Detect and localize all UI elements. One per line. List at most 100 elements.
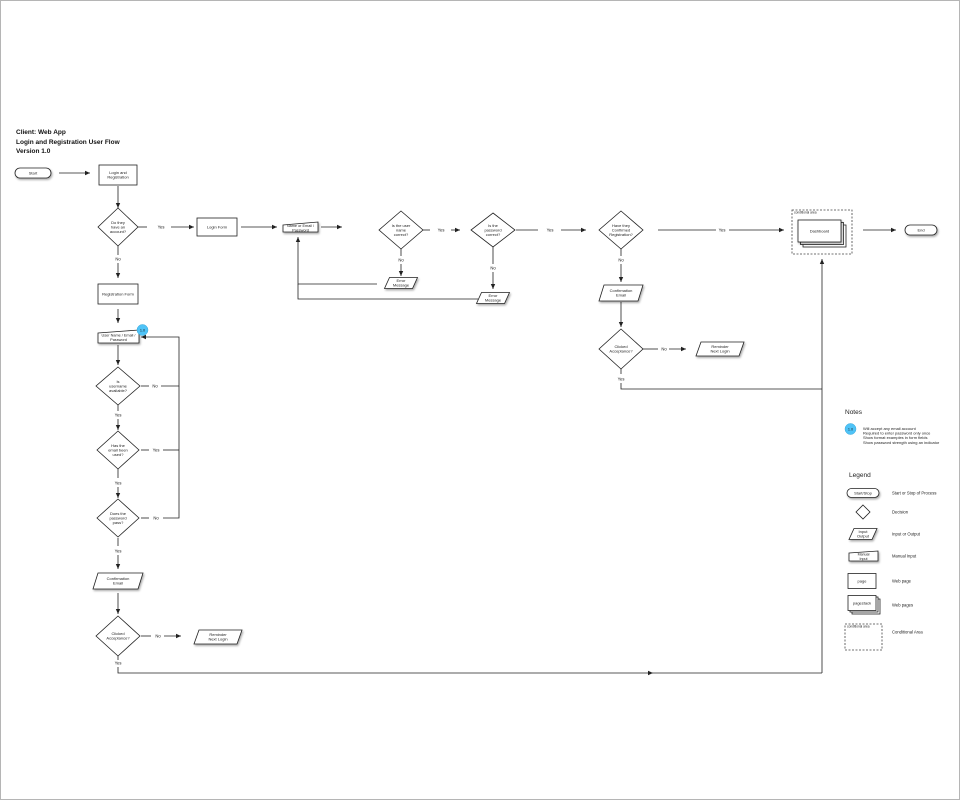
confirmation-email-top-label: Confirmation <box>610 288 633 293</box>
edge-label-no: No <box>398 258 404 263</box>
conditional-area <box>791 209 853 255</box>
email-used-decision-label: used? <box>113 452 125 457</box>
edge-label-no: No <box>153 516 159 521</box>
legend-input-output-symbol <box>848 528 878 540</box>
legend-item-label: Manual Input <box>892 554 917 559</box>
login-registration-page <box>98 164 138 186</box>
name-email-password-input-label: Password <box>292 229 309 233</box>
username-email-password-input <box>97 329 140 344</box>
name-email-password-input-label: Name or Email / <box>287 224 315 228</box>
legend-item-label: Start or Stop of Process <box>892 491 936 496</box>
edge-label-yes: Yes <box>438 228 445 233</box>
username-correct-decision <box>378 210 424 250</box>
email-used-decision-label: Has the <box>111 443 126 448</box>
password-correct-decision-label: Is the <box>488 223 499 228</box>
edge-label-yes: Yes <box>547 228 554 233</box>
registration-form-page <box>97 283 139 305</box>
conditional-area-label: conditional area <box>794 211 817 215</box>
confirmed-registration-decision-label: Confirmed <box>612 227 630 232</box>
note-line: Will accept any email account <box>863 426 917 431</box>
username-email-password-input-label: Password <box>110 338 127 342</box>
clicked-acceptance-top-decision-label: Acceptance? <box>609 349 633 354</box>
legend-start-stop-symbol <box>846 488 880 498</box>
password-correct-decision-label: correct? <box>486 232 501 237</box>
note-badge-label: 1.0 <box>140 328 145 332</box>
notes-badge-label: 1.0 <box>848 427 853 431</box>
end-terminal <box>904 224 938 236</box>
note-line: Show password strength using an indicato… <box>863 440 940 445</box>
reminder-next-login-top-label: Reminder <box>711 344 729 349</box>
version-label: Version 1.0 <box>16 148 51 155</box>
edge-label-no: No <box>618 258 624 263</box>
clicked-acceptance-bottom-decision-label: Clicked <box>111 631 124 636</box>
confirmation-email-bottom-label: Confirmation <box>107 576 130 581</box>
password-correct-decision-label: password <box>484 227 501 232</box>
legend-title: Legend <box>849 472 871 479</box>
confirmation-email-top-label: Email <box>616 293 626 298</box>
clicked-acceptance-top-decision <box>598 328 644 370</box>
legend-item-label: Input or Output <box>892 532 921 537</box>
has-account-decision-label: have an <box>111 224 125 229</box>
clicked-acceptance-top-decision-label: Clicked <box>614 344 627 349</box>
edge-error1-back-to-credentials <box>295 237 377 285</box>
legend-web-page-symbol <box>847 573 877 589</box>
edge-no-loop-back <box>141 334 180 387</box>
legend-item-label: Decision <box>892 510 909 515</box>
start-terminal-label: Start <box>29 170 38 175</box>
start-terminal <box>14 167 52 179</box>
edge-label-yes: Yes <box>115 413 122 418</box>
reminder-next-login-bottom-label: Reminder <box>209 632 227 637</box>
name-email-password-input <box>282 221 319 233</box>
confirmation-email-bottom-label: Email <box>113 581 123 586</box>
confirmation-email-bottom <box>92 572 144 590</box>
email-used-decision-label: email been <box>108 447 128 452</box>
end-terminal-label: End <box>917 227 924 232</box>
error-message-1 <box>383 277 419 289</box>
legend-conditional-area-symbol <box>844 623 883 651</box>
edge-label-yes: Yes <box>719 228 726 233</box>
username-available-decision-label: available? <box>109 388 128 393</box>
edge-error2-back-to-credentials <box>297 284 478 300</box>
username-correct-decision-label: Is the user <box>392 223 411 228</box>
error-message-2-label: Error <box>489 293 499 298</box>
legend-input-output-symbol-label: Input <box>859 529 869 534</box>
confirmed-registration-decision <box>598 210 644 250</box>
edge-label-yes: Yes <box>153 448 160 453</box>
legend-item-label: Web pages <box>892 603 913 608</box>
error-message-1-label: Message <box>393 283 410 288</box>
edge-label-yes: Yes <box>115 549 122 554</box>
username-correct-decision-label: name <box>396 227 407 232</box>
edge-pass-no-b <box>163 386 180 519</box>
note-line: Required to enter password only once <box>863 431 931 436</box>
dashboard-label: Dashboard <box>810 228 830 233</box>
error-message-2-label: Message <box>485 298 502 303</box>
clicked-acceptance-bottom-decision <box>95 615 141 657</box>
password-pass-decision-label: password <box>109 515 126 520</box>
edge-acceptance-bottom-yes-b <box>117 667 653 676</box>
password-correct-decision <box>470 212 516 248</box>
edge-acceptance-top-yes-b <box>620 383 822 390</box>
registration-form-page-label: Registration Form <box>102 291 134 296</box>
edge-label-no: No <box>152 384 158 389</box>
confirmed-registration-decision-label: Registration? <box>609 232 633 237</box>
email-used-decision <box>96 430 140 470</box>
password-pass-decision-label: pass? <box>113 520 124 525</box>
confirmation-email-top <box>598 284 644 302</box>
edge-label-no: No <box>490 266 496 271</box>
edge-label-no: No <box>115 257 121 262</box>
login-form-page-label: Login Form <box>207 224 228 229</box>
flow-title: Login and Registration User Flow <box>16 139 120 146</box>
error-message-2 <box>475 292 511 304</box>
note-line: Show format examples in form fields <box>863 435 927 440</box>
has-account-decision-label: account? <box>110 229 127 234</box>
edge-label-no: No <box>155 634 161 639</box>
reminder-next-login-top-label: Next Login <box>710 349 729 354</box>
reminder-next-login-top <box>695 341 745 357</box>
edge-label-yes: Yes <box>618 377 625 382</box>
legend-manual-input-symbol-label: Input <box>860 557 868 561</box>
password-pass-decision <box>96 498 140 538</box>
edge-label-yes: Yes <box>115 661 122 666</box>
legend-start-stop-symbol-label: Start/Stop <box>854 490 873 495</box>
